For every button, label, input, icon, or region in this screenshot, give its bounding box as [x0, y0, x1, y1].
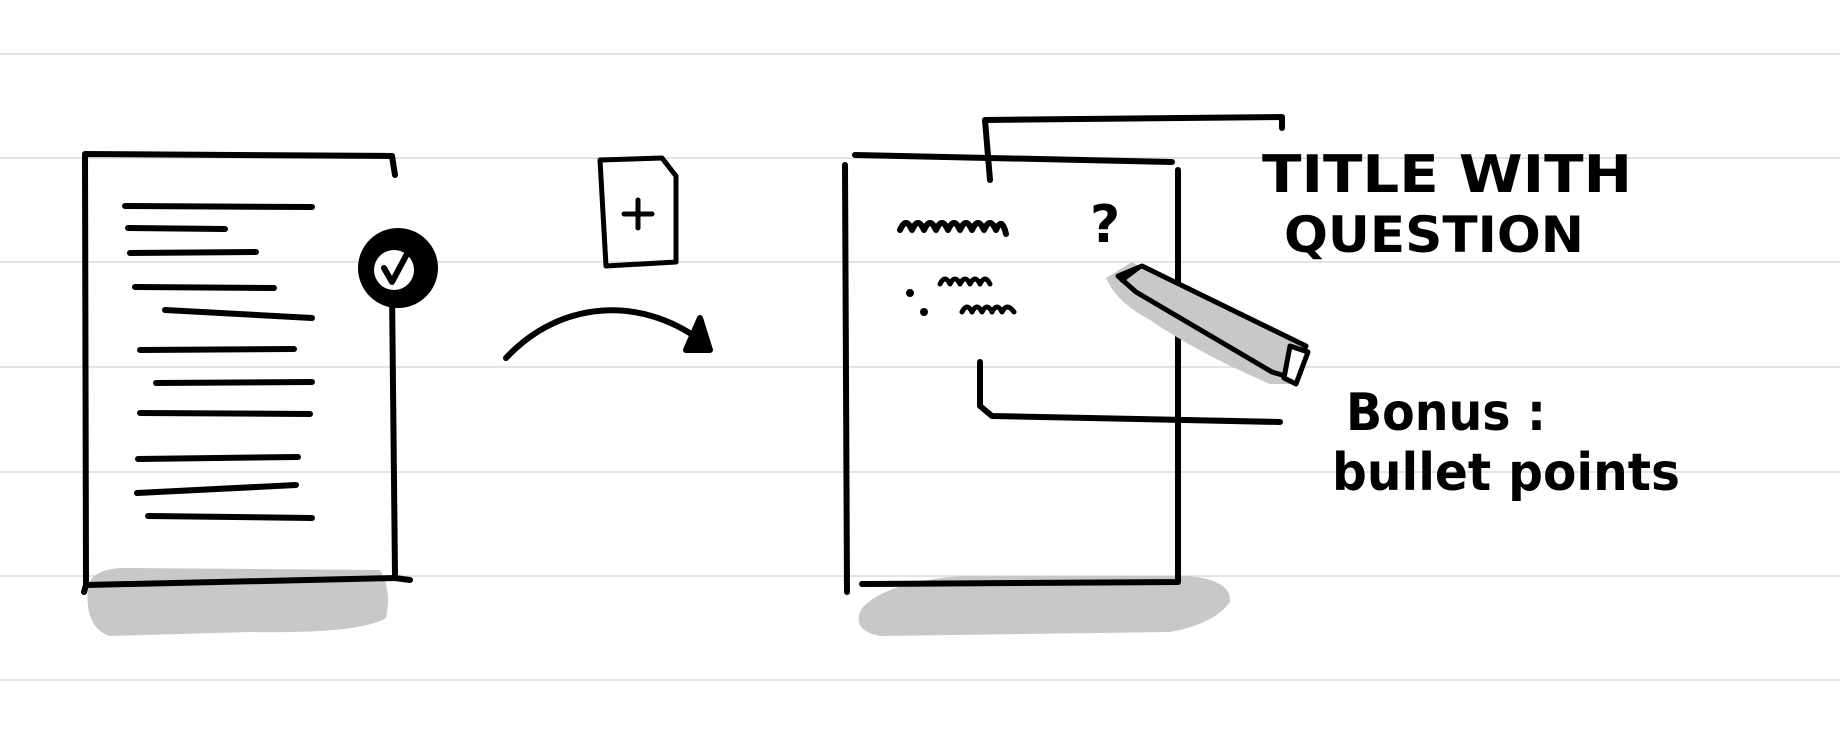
title-annotation-line1: TITLE WITH — [1262, 145, 1632, 205]
title-annotation: TITLE WITH QUESTION — [1262, 145, 1632, 264]
title-annotation-line2: QUESTION — [1284, 206, 1584, 264]
question-mark: ? — [1090, 195, 1120, 255]
document-text-lines — [122, 203, 315, 521]
title-bracket — [982, 114, 1285, 183]
bullets-bracket — [977, 359, 1283, 425]
title-squiggle — [897, 220, 1009, 237]
source-document — [81, 151, 438, 636]
bonus-annotation-line1: Bonus : — [1346, 383, 1546, 443]
curved-arrow-icon — [503, 307, 713, 361]
plus-icon: + — [597, 155, 679, 269]
pencil-icon — [1106, 262, 1311, 387]
document-outline — [82, 151, 413, 588]
document-shadow — [858, 576, 1231, 636]
bonus-annotation: Bonus : bullet points — [1332, 383, 1680, 503]
target-document: ? — [842, 114, 1311, 636]
bonus-annotation-line2: bullet points — [1332, 443, 1680, 503]
document-outline — [842, 152, 1181, 595]
checkmark-icon — [358, 228, 438, 308]
bullet-list — [906, 276, 1017, 316]
